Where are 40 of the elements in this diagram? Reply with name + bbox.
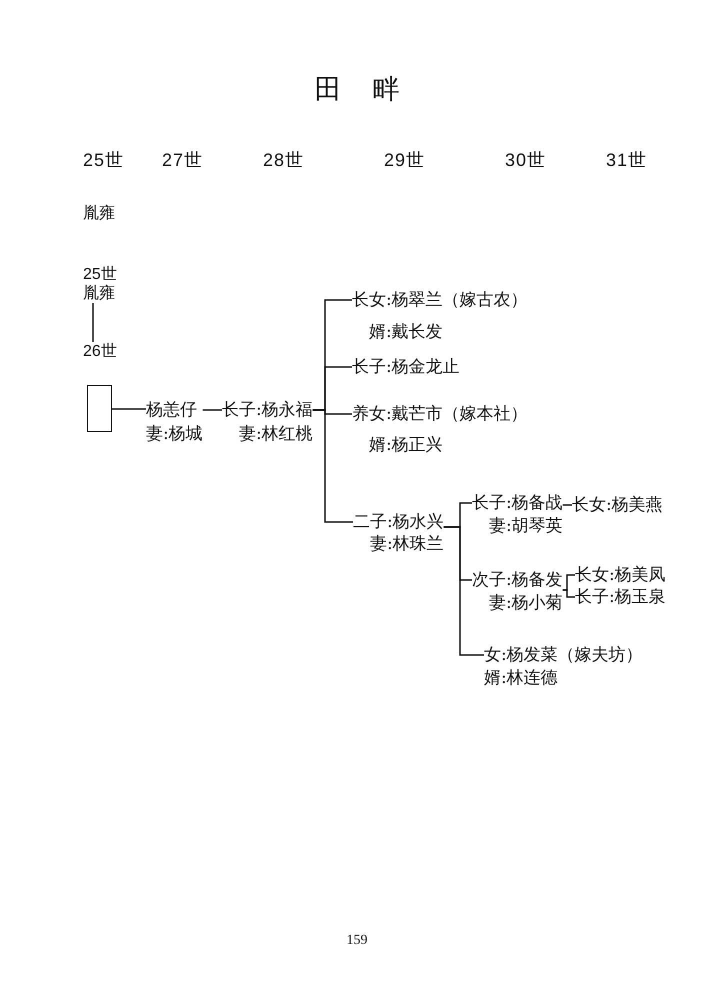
connector-line	[112, 408, 146, 410]
person-name: 二子:杨水兴	[353, 511, 444, 533]
connector-line	[444, 526, 484, 656]
page-number: 159	[346, 932, 368, 950]
spouse-name: 婿:杨正兴	[369, 434, 443, 456]
generation-heading: 31世	[606, 149, 648, 171]
person-name: 长女:杨美凤	[575, 564, 666, 586]
generation-label: 26世	[83, 342, 117, 361]
generation-heading: 25世	[83, 149, 124, 171]
generation-heading: 27世	[162, 149, 204, 171]
person-name: 长子:杨金龙止	[352, 356, 460, 378]
connector-line	[202, 409, 222, 411]
person-name: 次子:杨备发	[472, 569, 563, 591]
generation-heading: 29世	[384, 149, 426, 171]
connector-line	[312, 409, 353, 523]
generation-heading: 28世	[263, 149, 304, 171]
person-name: 长女:杨翠兰（嫁古农）	[352, 289, 528, 311]
person-name: 杨恙仔	[146, 399, 197, 421]
ancestor-name: 胤雍	[83, 203, 115, 223]
spouse-name: 妻:林珠兰	[370, 533, 444, 555]
spouse-name: 妻:杨城	[146, 423, 203, 445]
connector-line	[562, 504, 572, 506]
page-title: 田 畔	[314, 74, 400, 106]
spouse-name: 妻:胡琴英	[489, 515, 563, 537]
spouse-name: 婿:林连德	[484, 667, 558, 689]
person-name: 养女:戴芒市（嫁本社）	[352, 403, 528, 425]
ancestor-name: 胤雍	[83, 284, 115, 303]
person-name: 长子:杨备战	[472, 492, 563, 514]
person-name: 长子:杨永福	[222, 399, 313, 421]
connector-line	[562, 589, 575, 598]
connector-line	[92, 303, 94, 342]
person-name: 长女:杨美燕	[572, 494, 663, 516]
person-name: 女:杨发菜（嫁夫坊）	[484, 644, 643, 666]
spouse-name: 婿:戴长发	[369, 321, 443, 343]
spouse-name: 妻:杨小菊	[489, 592, 563, 614]
empty-box	[87, 385, 112, 432]
spouse-name: 妻:林红桃	[239, 423, 313, 445]
generation-heading: 30世	[505, 149, 546, 171]
person-name: 长子:杨玉泉	[575, 586, 666, 608]
generation-label: 25世	[83, 265, 117, 284]
